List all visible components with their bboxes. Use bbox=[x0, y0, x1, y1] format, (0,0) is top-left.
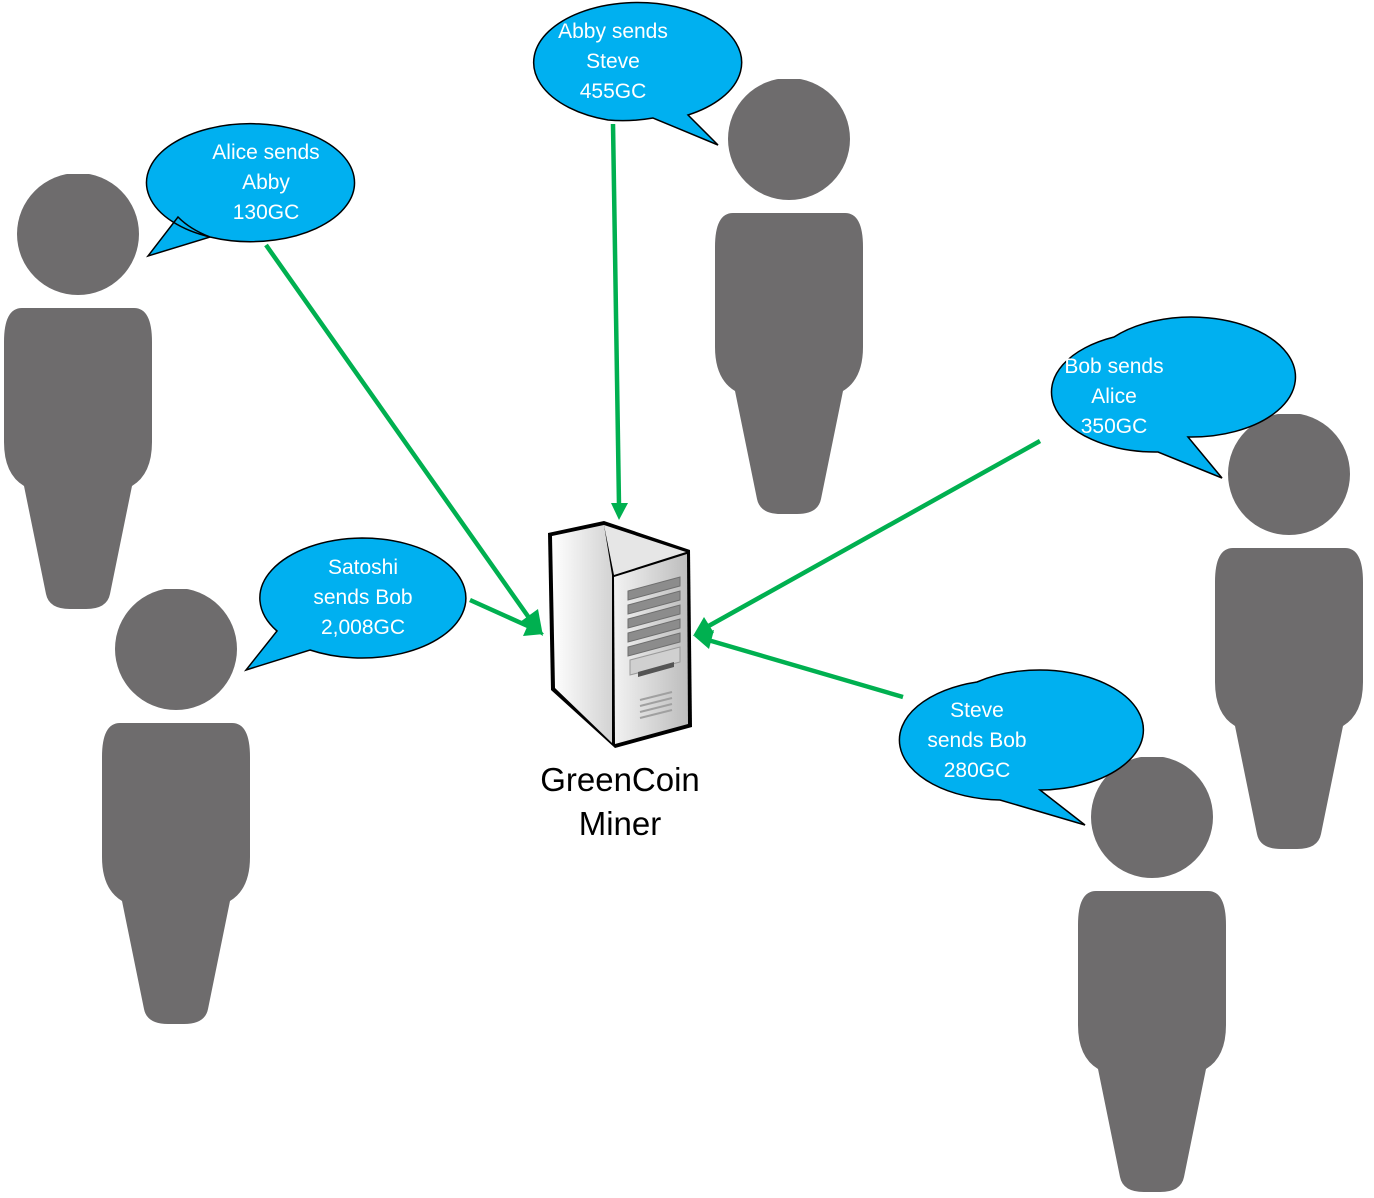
person-bob-icon bbox=[1215, 414, 1363, 849]
bubble-text-bob-alice: Bob sends Alice 350GC bbox=[1014, 352, 1214, 442]
speech-bubble-bob-alice bbox=[1050, 316, 1297, 479]
bubble-line: Alice bbox=[1091, 385, 1137, 408]
speech-bubble-steve-bob bbox=[898, 669, 1145, 826]
arrowhead-abby-steve bbox=[611, 503, 628, 520]
arrow-steve-bob bbox=[707, 637, 904, 700]
miner-label-line2: Miner bbox=[578, 805, 662, 842]
arrowhead-bob-alice bbox=[693, 617, 714, 636]
transaction-arrows bbox=[264, 123, 1042, 700]
bubble-line: Abby bbox=[242, 171, 290, 194]
bubble-line: Alice sends bbox=[212, 141, 320, 164]
bubble-line: sends Bob bbox=[313, 586, 413, 609]
miner-label-line1: GreenCoin bbox=[540, 761, 700, 798]
bubble-line: Steve bbox=[950, 699, 1004, 722]
bubble-line: 2,008GC bbox=[320, 616, 406, 639]
server-tower-icon bbox=[548, 521, 692, 748]
bubble-line: 455GC bbox=[579, 80, 647, 103]
miner-label: GreenCoin Miner bbox=[500, 758, 740, 846]
arrow-bob-alice bbox=[703, 439, 1042, 630]
person-steve-icon bbox=[1078, 757, 1226, 1192]
bubble-line: 130GC bbox=[232, 201, 300, 224]
arrowhead-steve-bob bbox=[694, 630, 714, 649]
speech-bubble-satoshi-bob bbox=[243, 537, 467, 672]
arrow-alice-abby bbox=[264, 243, 534, 624]
bubble-line: sends Bob bbox=[927, 729, 1027, 752]
bubble-text-abby-steve: Abby sends Steve 455GC bbox=[513, 17, 713, 107]
bubble-line: Bob sends bbox=[1064, 355, 1164, 378]
bubble-line: Steve bbox=[586, 50, 640, 73]
arrowhead-satoshi-bob bbox=[523, 618, 544, 636]
speech-bubble-abby-steve bbox=[532, 1, 743, 146]
bubble-text-alice-abby: Alice sends Abby 130GC bbox=[166, 138, 366, 228]
bubble-text-steve-bob: Steve sends Bob 280GC bbox=[877, 696, 1077, 786]
bubble-line: 350GC bbox=[1080, 415, 1148, 438]
arrow-abby-steve bbox=[610, 123, 622, 506]
speech-bubble-alice-abby bbox=[145, 122, 356, 258]
person-satoshi-icon bbox=[102, 589, 250, 1024]
bubble-line: Satoshi bbox=[327, 556, 399, 579]
arrow-satoshi-bob bbox=[469, 597, 531, 630]
bubble-line: Abby sends bbox=[558, 20, 668, 43]
bubble-line: 280GC bbox=[943, 759, 1011, 782]
bubble-text-satoshi-bob: Satoshi sends Bob 2,008GC bbox=[263, 553, 463, 643]
person-abby-icon bbox=[715, 79, 863, 514]
person-alice-icon bbox=[4, 174, 152, 609]
